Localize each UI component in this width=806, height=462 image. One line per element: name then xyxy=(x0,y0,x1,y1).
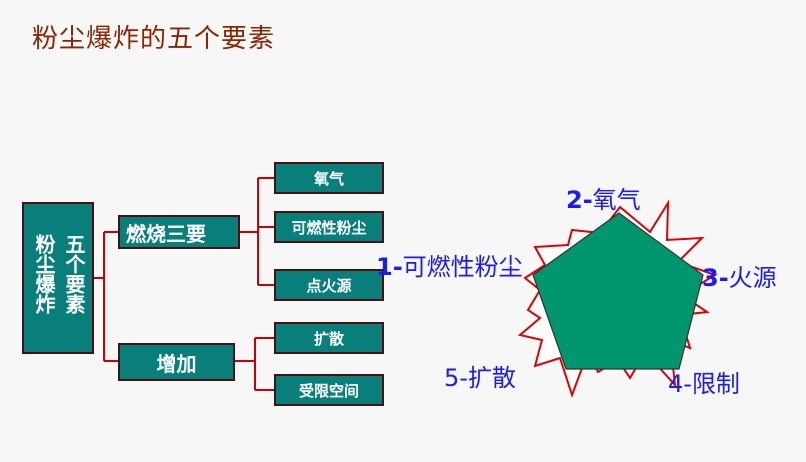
leaf-node-combustible-dust: 可燃性粉尘 xyxy=(274,211,384,243)
leaf-label: 受限空间 xyxy=(298,381,359,400)
pentagon-label-4-text: 限制 xyxy=(691,370,740,398)
leaf-node-ignition-source: 点火源 xyxy=(274,269,384,301)
leaf-node-oxygen: 氧气 xyxy=(274,162,384,194)
pentagon-label-4-num: 4- xyxy=(668,370,692,398)
pentagon-label-2-num: 2- xyxy=(566,186,593,214)
leaf-label: 可燃性粉尘 xyxy=(291,218,367,237)
pentagon-label-3-text: 火源 xyxy=(728,264,777,292)
leaf-node-confined-space: 受限空间 xyxy=(274,374,384,406)
pentagon-label-1-text: 可燃性粉尘 xyxy=(402,253,523,281)
branch-label-additional: 增加 xyxy=(156,351,197,376)
leaf-label: 氧气 xyxy=(313,169,344,188)
leaf-node-diffusion: 扩散 xyxy=(274,322,384,354)
root-label-col1: 粉尘爆炸 xyxy=(32,234,56,314)
pentagon-label-3: 3-火源 xyxy=(702,258,777,293)
pentagon-label-2-text: 氧气 xyxy=(592,186,641,214)
pentagon-label-1: 1-可燃性粉尘 xyxy=(376,247,523,282)
branch-label-combustion: 燃烧三要 xyxy=(126,221,206,246)
pentagon-label-2: 2-氧气 xyxy=(566,180,641,215)
branch-node-combustion: 燃烧三要 xyxy=(118,215,240,249)
leaf-label: 点火源 xyxy=(306,276,352,295)
pentagon-label-4: 4-限制 xyxy=(668,364,740,399)
root-label-col2: 五个要素 xyxy=(62,234,86,314)
pentagon-shape xyxy=(532,212,704,370)
branch-node-additional: 增加 xyxy=(118,343,235,381)
page-title: 粉尘爆炸的五个要素 xyxy=(32,24,276,54)
pentagon-label-1-num: 1- xyxy=(376,253,403,281)
pentagon-label-5-num: 5- xyxy=(444,364,468,392)
pentagon-label-3-num: 3- xyxy=(702,264,729,292)
pentagon-label-5-text: 扩散 xyxy=(467,364,516,392)
root-node: 粉尘爆炸 五个要素 xyxy=(22,202,94,354)
pentagon-label-5: 5-扩散 xyxy=(444,358,516,393)
leaf-label: 扩散 xyxy=(313,329,344,348)
